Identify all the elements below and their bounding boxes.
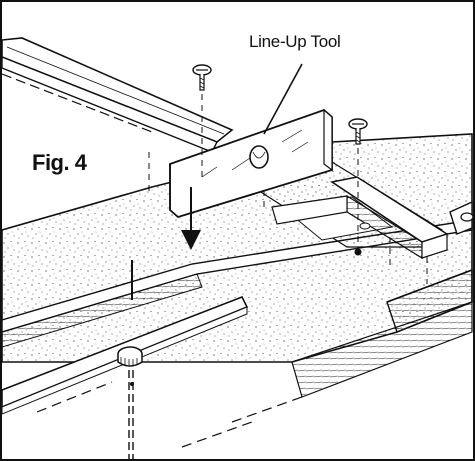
tool-hole [249,145,269,169]
callout-leader [263,63,303,135]
screw-left [192,64,212,91]
figure-label: Fig. 4 [32,150,87,175]
line-up-tool [169,108,333,219]
knob [117,346,143,459]
t-track [271,176,449,260]
line-up-tool-callout: Line-Up Tool [249,32,341,51]
corner-bracket [449,200,473,235]
alignment-guides [148,94,428,284]
screw-hole [354,248,362,256]
fence-rail [2,37,234,153]
screw-right [348,118,368,145]
